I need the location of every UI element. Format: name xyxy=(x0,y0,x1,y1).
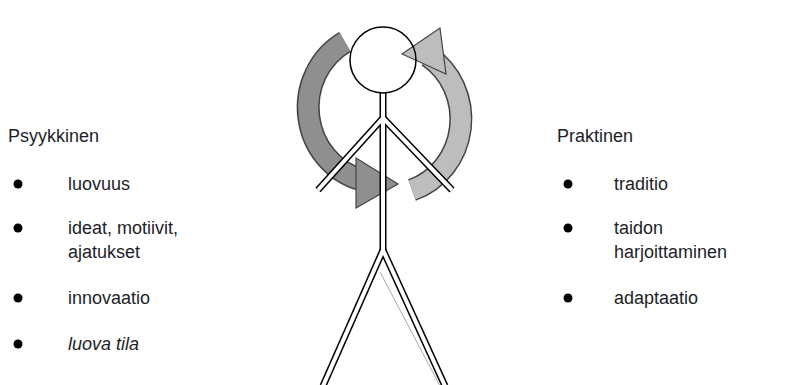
column-heading: Praktinen xyxy=(557,124,757,148)
bullet-item: luova tila xyxy=(68,332,268,356)
bullet-item: luovuus xyxy=(68,172,268,196)
bullet-item: taidon harjoittaminen xyxy=(614,216,779,264)
bullet-item: innovaatio xyxy=(68,286,268,310)
stick-figure xyxy=(318,27,452,385)
bullet-item: adaptaatio xyxy=(614,286,784,310)
column-heading: Psyykkinen xyxy=(8,124,208,148)
bullet-item: ideat, motiivit, ajatukset xyxy=(68,216,238,264)
bullet-dots xyxy=(14,180,573,349)
bullet-item: traditio xyxy=(614,172,784,196)
